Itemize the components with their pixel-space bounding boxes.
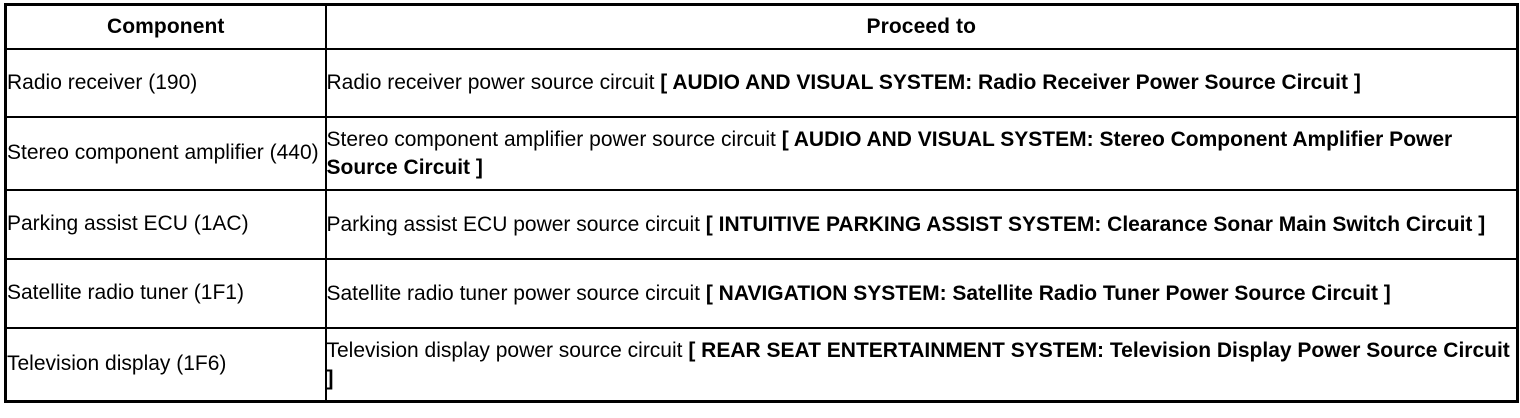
proceed-description: Parking assist ECU power source circuit [326,212,706,236]
cell-proceed-to: Stereo component amplifier power source … [324,116,1519,191]
table-row: Satellite radio tuner (1F1) Satellite ra… [4,258,1519,329]
table-row: Radio receiver (190) Radio receiver powe… [4,48,1519,118]
proceed-reference-link[interactable]: [ NAVIGATION SYSTEM: Satellite Radio Tun… [705,281,1391,305]
table-row: Television display (1F6) Television disp… [4,327,1519,403]
table-body: Radio receiver (190) Radio receiver powe… [4,48,1519,403]
proceed-description: Radio receiver power source circuit [326,71,661,95]
cell-component: Parking assist ECU (1AC) [4,189,327,260]
cell-proceed-to: Radio receiver power source circuit [ AU… [324,48,1519,118]
table-header: Component Proceed to [4,3,1519,50]
proceed-reference-link[interactable]: [ INTUITIVE PARKING ASSIST SYSTEM: Clear… [705,212,1486,236]
cell-component: Radio receiver (190) [4,48,327,118]
proceed-reference-link[interactable]: [ AUDIO AND VISUAL SYSTEM: Stereo Compon… [326,127,1453,179]
cell-proceed-to: Satellite radio tuner power source circu… [324,258,1519,329]
cell-component: Satellite radio tuner (1F1) [4,258,327,329]
header-row: Component Proceed to [4,3,1519,50]
column-header-component: Component [4,3,327,50]
table-row: Parking assist ECU (1AC) Parking assist … [4,189,1519,260]
cell-component: Television display (1F6) [4,327,327,403]
cell-component: Stereo component amplifier (440) [4,116,327,191]
proceed-reference-link[interactable]: [ AUDIO AND VISUAL SYSTEM: Radio Receive… [660,71,1361,95]
cell-proceed-to: Parking assist ECU power source circuit … [324,189,1519,260]
column-header-proceed-to: Proceed to [324,3,1519,50]
proceed-reference-link[interactable]: [ REAR SEAT ENTERTAINMENT SYSTEM: Televi… [326,338,1510,390]
cell-proceed-to: Television display power source circuit … [324,327,1519,403]
proceed-description: Stereo component amplifier power source … [326,127,782,151]
component-proceed-table: Component Proceed to Radio receiver (190… [4,3,1519,403]
proceed-description: Satellite radio tuner power source circu… [326,281,706,305]
proceed-description: Television display power source circuit [326,338,689,362]
table-row: Stereo component amplifier (440) Stereo … [4,116,1519,191]
